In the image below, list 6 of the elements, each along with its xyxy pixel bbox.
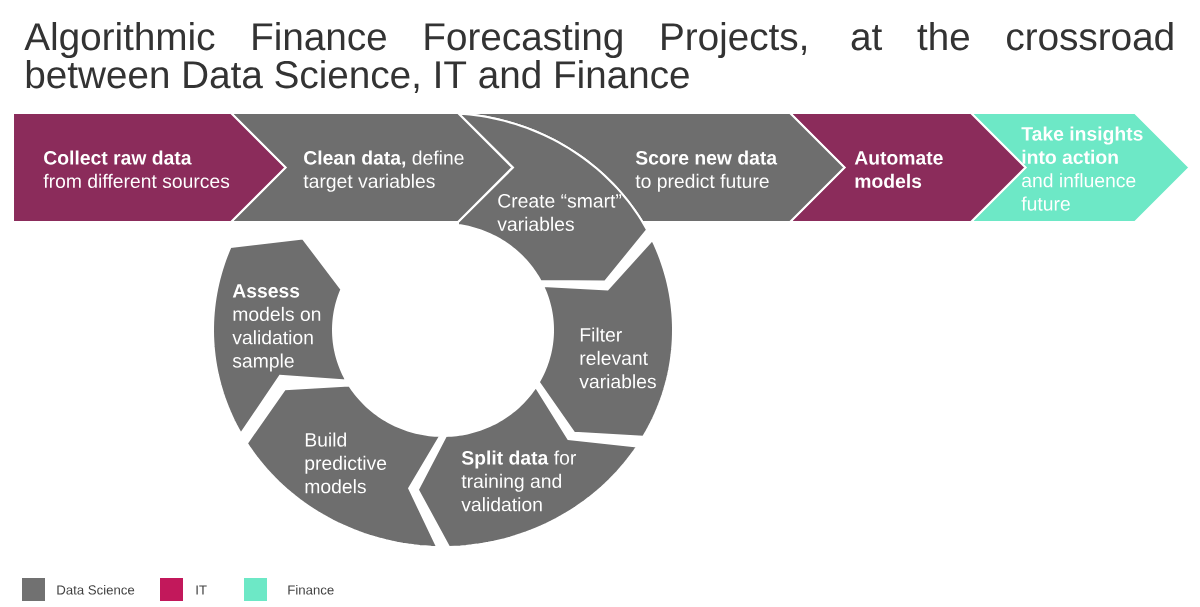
title: Algorithmic Finance Forecasting Projects, at the crossroad between Data Science, IT and Finance bbox=[24, 22, 1173, 93]
legend-label: Data Science bbox=[57, 584, 135, 595]
ring-segment: Build predictive models bbox=[245, 384, 442, 548]
legend-label: IT bbox=[196, 585, 207, 595]
process-step: Collect raw data from different sources bbox=[12, 112, 287, 223]
legend-label: Finance bbox=[288, 584, 334, 595]
